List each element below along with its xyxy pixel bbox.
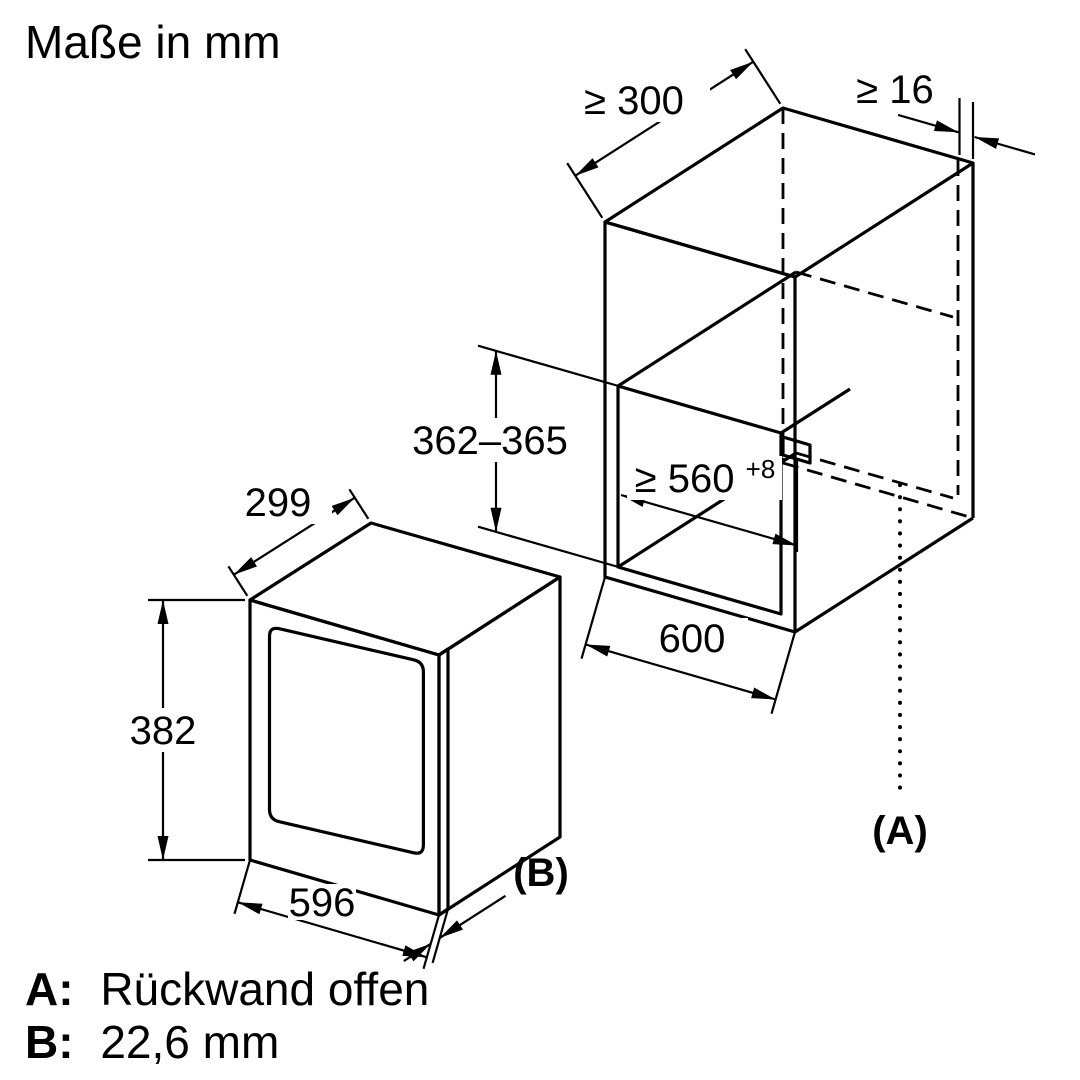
dim-microwave-height-label: 382 <box>130 709 197 753</box>
extension-line <box>233 859 252 915</box>
cabinet-bottom-back-edge-hidden <box>782 461 974 520</box>
cabinet-niche-opening <box>616 384 783 616</box>
label-halo <box>627 456 782 500</box>
arrow-line <box>974 135 1036 156</box>
microwave-door-window <box>267 626 425 855</box>
dim-microwave-depth-label: 299 <box>245 481 312 525</box>
legend-key-b: B: <box>25 1016 74 1068</box>
niche-ceiling-right-edge <box>780 387 851 435</box>
dim-niche-height: 362–365 <box>398 344 619 569</box>
extension-line <box>422 914 441 970</box>
extension-line <box>566 162 604 219</box>
microwave-door-edge <box>438 647 450 917</box>
dimension-line <box>620 493 798 547</box>
dim-microwave-depth: 299 <box>224 480 370 597</box>
extension-line <box>348 488 370 520</box>
dimension-line <box>237 901 428 959</box>
dim-niche-width-label: ≥ 560 +8 <box>635 454 776 501</box>
extension-line <box>477 525 619 569</box>
dim-microwave-width-label: 596 <box>289 881 356 925</box>
dim-microwave-width: 596 <box>233 859 441 970</box>
niche-ceiling-back-edge-hidden <box>795 270 954 319</box>
legend-row-a: A: Rückwand offen <box>25 963 429 1015</box>
niche-floor-back-edge-hidden <box>795 451 954 500</box>
dim-niche-width-tolerance: +8 <box>746 454 776 484</box>
dim-niche-top-depth: ≥ 300 <box>558 48 782 219</box>
dim-niche-width-value: ≥ 560 <box>635 457 735 501</box>
dim-door-projection-label: (B) <box>513 851 569 895</box>
dim-cabinet-width: 600 <box>580 576 797 715</box>
arrow-line <box>897 113 959 134</box>
dim-side-panel-thickness: ≥ 16 <box>840 67 1036 159</box>
extension-line <box>431 908 450 964</box>
label-halo <box>224 480 332 524</box>
dimension-line <box>233 496 356 576</box>
arrow-line <box>439 894 507 939</box>
dim-niche-top-depth-label: ≥ 300 <box>584 79 684 123</box>
label-halo <box>840 67 950 111</box>
extension-line <box>477 344 619 388</box>
cabinet-bottom-right-edge <box>794 516 974 634</box>
label-halo <box>398 418 582 462</box>
niche-mounting-step <box>781 435 812 465</box>
microwave-top-face <box>248 521 562 657</box>
dim-cabinet-width-label: 600 <box>659 617 726 661</box>
cabinet-top-face <box>603 106 975 279</box>
label-halo <box>636 618 748 658</box>
microwave-right-face <box>437 575 562 917</box>
dim-door-projection: (B) <box>403 851 569 964</box>
extension-line <box>227 565 249 597</box>
legend: A: Rückwand offen B: 22,6 mm <box>25 963 429 1068</box>
label-halo <box>288 884 356 920</box>
label-halo <box>127 708 199 752</box>
dim-microwave-height: 382 <box>127 598 245 862</box>
legend-row-b: B: 22,6 mm <box>25 1016 279 1068</box>
cabinet-drawing <box>603 106 975 634</box>
legend-key-a: A: <box>25 963 74 1015</box>
extension-line <box>580 576 607 660</box>
extension-line <box>770 631 797 715</box>
back-open-label: (A) <box>872 809 928 853</box>
legend-value-b: 22,6 mm <box>100 1016 279 1068</box>
back-open-indicator: (A) <box>872 483 928 853</box>
niche-ceiling-left-edge <box>617 270 797 388</box>
page-title: Maße in mm <box>25 16 281 68</box>
legend-value-a: Rückwand offen <box>100 963 429 1015</box>
label-halo <box>558 78 710 122</box>
dim-side-panel-thickness-label: ≥ 16 <box>856 68 934 112</box>
dim-niche-width: ≥ 560 +8 <box>620 454 799 552</box>
dim-niche-height-label: 362–365 <box>412 419 568 463</box>
arrow-line <box>403 942 432 963</box>
dimension-line <box>585 643 777 701</box>
extension-line <box>744 48 782 105</box>
